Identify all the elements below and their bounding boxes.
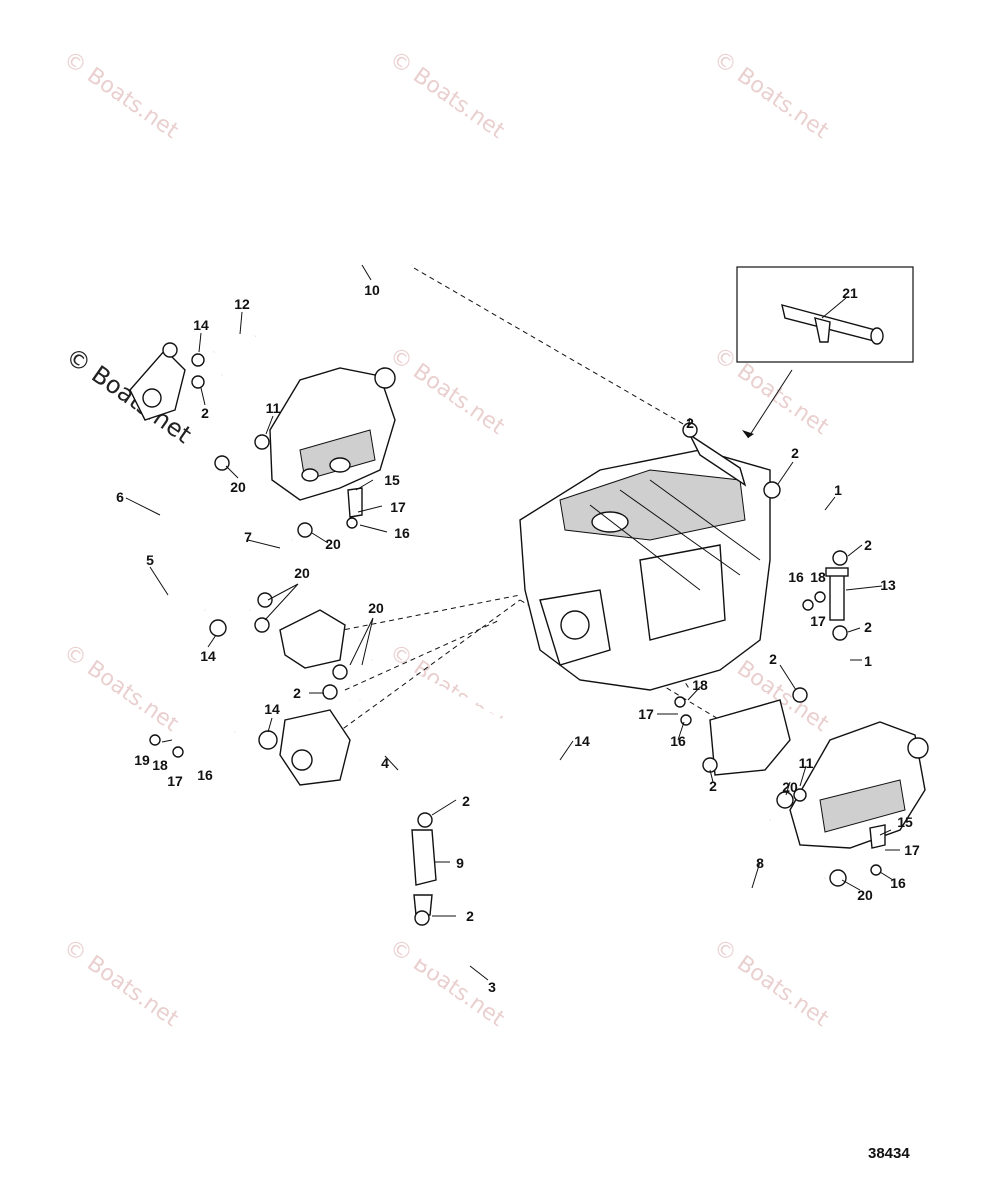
heat-exchanger-right [709, 699, 791, 776]
callout-2: 2 [864, 537, 872, 553]
callout-16: 16 [394, 525, 410, 541]
callout-17: 17 [638, 706, 654, 722]
callout-14: 14 [200, 648, 216, 664]
callout-15: 15 [384, 472, 400, 488]
callout-13: 13 [880, 577, 896, 593]
callout-9: 9 [456, 855, 464, 871]
exhaust-manifold-right [789, 721, 929, 849]
callout-8: 8 [756, 855, 764, 871]
watermark: © Boats.net [59, 934, 184, 1032]
callout-21: 21 [842, 285, 858, 301]
callout-2: 2 [864, 619, 872, 635]
callout-2: 2 [686, 415, 694, 431]
watermark: © Boats.net [385, 46, 510, 144]
callout-20: 20 [230, 479, 246, 495]
callout-3: 3 [488, 979, 496, 995]
callout-2: 2 [293, 685, 301, 701]
callout-2: 2 [769, 651, 777, 667]
watermark: © Boats.net [709, 46, 834, 144]
callout-16: 16 [788, 569, 804, 585]
callout-19: 19 [134, 752, 150, 768]
engine-block [519, 432, 771, 691]
callout-5: 5 [146, 552, 154, 568]
callout-17: 17 [167, 773, 183, 789]
watermark: © Boats.net [709, 934, 834, 1032]
callout-11: 11 [799, 755, 814, 771]
callout-18: 18 [810, 569, 826, 585]
callout-17: 17 [390, 499, 406, 515]
callout-17: 17 [810, 613, 826, 629]
callout-20: 20 [325, 536, 341, 552]
callout-16: 16 [197, 767, 213, 783]
callout-2: 2 [791, 445, 799, 461]
distribution-block [279, 609, 346, 669]
callout-20: 20 [294, 565, 310, 581]
callouts: 10 12 14 2 11 20 6 15 17 16 7 20 5 20 20… [116, 282, 920, 995]
fitting-13 [825, 567, 849, 621]
callout-2: 2 [201, 405, 209, 421]
callout-4: 4 [381, 755, 389, 771]
watermark: © Boats.net [385, 342, 510, 440]
callout-10: 10 [364, 282, 380, 298]
hoses [132, 242, 848, 977]
callout-14: 14 [574, 733, 590, 749]
clamps [149, 353, 886, 926]
callout-20: 20 [782, 779, 798, 795]
callout-16: 16 [890, 875, 906, 891]
callout-15: 15 [897, 814, 913, 830]
callout-2: 2 [709, 778, 717, 794]
diagram-reference-number: 38434 [868, 1145, 910, 1162]
callout-20: 20 [857, 887, 873, 903]
callout-18: 18 [152, 757, 168, 773]
thermostat-housing [129, 342, 186, 421]
callout-12: 12 [234, 296, 250, 312]
inset-box-part-21 [736, 266, 914, 439]
seawater-pump [279, 709, 351, 786]
callout-18: 18 [692, 677, 708, 693]
callout-1: 1 [864, 653, 872, 669]
callout-17: 17 [904, 842, 920, 858]
callout-7: 7 [244, 529, 252, 545]
callout-6: 6 [116, 489, 124, 505]
watermark: © Boats.net [59, 46, 184, 144]
fitting-9 [411, 829, 437, 916]
callout-2: 2 [466, 908, 474, 924]
leader-lines [125, 264, 900, 981]
callout-16: 16 [670, 733, 686, 749]
callout-2: 2 [462, 793, 470, 809]
callout-20: 20 [368, 600, 384, 616]
callout-14: 14 [264, 701, 280, 717]
exhaust-manifold-left [269, 367, 396, 501]
callout-11: 11 [266, 400, 281, 416]
callout-1: 1 [834, 482, 842, 498]
callout-14: 14 [193, 317, 209, 333]
